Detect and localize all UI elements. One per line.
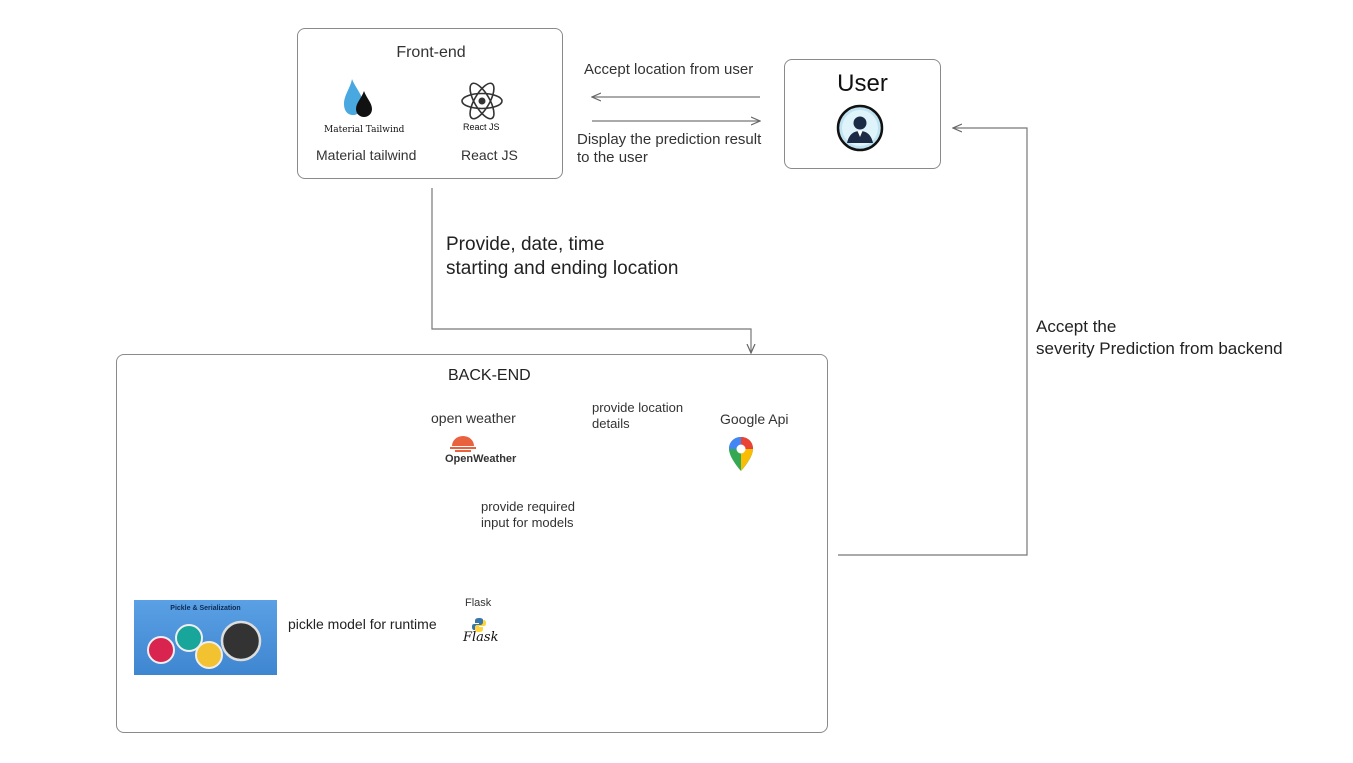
pickle-banner-header: Pickle & Serialization	[170, 605, 241, 612]
frontend-box: Front-end Material Tailwind Material tai…	[297, 28, 563, 179]
flask-label: Flask	[465, 597, 492, 609]
material-tailwind-icon	[342, 77, 376, 126]
edge-label-provide-required-input: provide required input for models	[481, 499, 575, 530]
edge-label-display-result: Display the prediction result to the use…	[577, 131, 762, 166]
openweather-sun-icon	[449, 434, 477, 457]
arrow-backend-to-user	[838, 128, 1028, 556]
pickle-serialization-banner: Pickle & Serialization	[134, 600, 277, 675]
arrow-frontend-to-backend	[431, 188, 751, 353]
edge-label-accept-severity: Accept the severity Prediction from back…	[1036, 317, 1283, 358]
user-box: User	[784, 59, 941, 169]
openweather-logo-text: OpenWeather	[445, 453, 517, 465]
python-icon	[471, 617, 487, 638]
edge-label-provide-inputs: Provide, date, time starting and ending …	[446, 234, 679, 279]
react-icon	[460, 81, 504, 126]
react-label: React JS	[461, 147, 518, 163]
pickle-banner-graphic	[147, 620, 262, 669]
user-title: User	[837, 70, 888, 97]
edge-label-accept-location: Accept location from user	[584, 61, 754, 78]
openweather-label: open weather	[431, 410, 516, 426]
material-tailwind-logo-text: Material Tailwind	[324, 125, 405, 135]
material-tailwind-label: Material tailwind	[316, 147, 417, 163]
edge-label-pickle-model: pickle model for runtime	[288, 616, 437, 632]
backend-title: BACK-END	[448, 367, 531, 384]
react-logo-text: React JS	[463, 122, 500, 132]
google-api-label: Google Api	[720, 411, 789, 427]
flask-logo-text: Flask	[463, 630, 499, 645]
user-avatar-icon	[836, 104, 884, 157]
edge-label-provide-location-details: provide location details	[592, 400, 684, 431]
frontend-title: Front-end	[396, 44, 466, 61]
google-maps-pin-icon	[728, 436, 754, 477]
